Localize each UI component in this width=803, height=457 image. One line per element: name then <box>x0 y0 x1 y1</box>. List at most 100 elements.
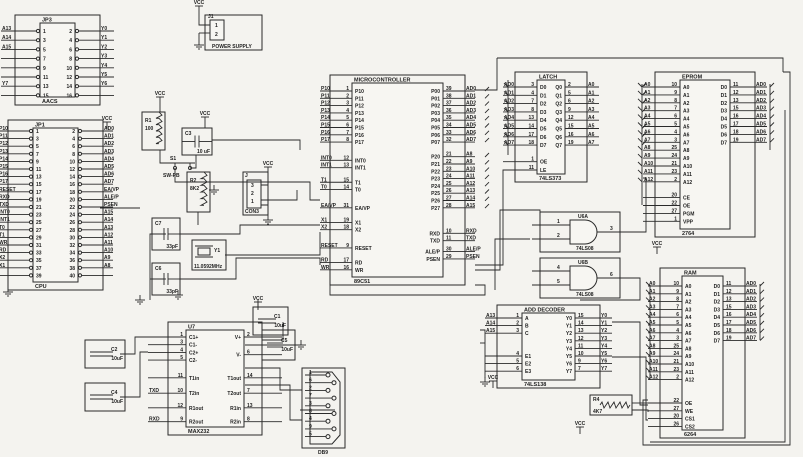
wire <box>494 238 530 290</box>
pin-number: 18 <box>733 129 739 135</box>
value-label: SW-PB <box>163 173 180 179</box>
pin-number: 17 <box>733 122 739 128</box>
bus-entry <box>641 90 647 96</box>
wire <box>580 277 641 301</box>
pin-name: A7 <box>683 140 690 146</box>
net-label: A9 <box>104 255 111 261</box>
db9-shell <box>309 371 341 445</box>
net-label: WR <box>0 240 8 246</box>
net-label: A7 <box>588 140 595 146</box>
vcc-symbol: VCC <box>194 0 205 13</box>
pin-circle <box>77 136 83 141</box>
net-label: EA/VP <box>104 187 120 193</box>
net-label: AD4 <box>504 115 514 121</box>
pin-circle <box>35 84 41 89</box>
pin-number: 10 <box>177 388 183 394</box>
net-label: A6 <box>649 328 656 334</box>
ground-icon <box>296 340 306 350</box>
gate-part: 74LS08 <box>576 292 594 298</box>
vcc-label: VCC <box>102 116 113 122</box>
bus-entry <box>769 137 775 143</box>
net-label: INT0 <box>0 210 10 216</box>
value-label: 100 <box>145 126 154 132</box>
bus-entry <box>503 132 509 138</box>
part-label: CON3 <box>245 209 259 215</box>
pin-number: 10 <box>446 228 452 234</box>
pin-number: 27 <box>446 196 452 202</box>
wire <box>245 384 302 421</box>
net-label: RESET <box>0 187 16 193</box>
pin-number: 15 <box>43 93 49 99</box>
pin-number: 4 <box>346 108 349 114</box>
net-label: X1 <box>0 263 5 269</box>
net-label: A5 <box>649 320 656 326</box>
net-label: AD4 <box>746 312 756 318</box>
pin-number: 3 <box>346 101 349 107</box>
net-label: T0 <box>321 185 327 191</box>
ram-outline <box>659 267 746 439</box>
pin-number: 16 <box>66 93 72 99</box>
pin-circle <box>74 84 80 89</box>
wire <box>475 209 541 271</box>
vcc-label: VCC <box>575 421 586 427</box>
pin-number: 4 <box>309 416 312 422</box>
net-label: AD7 <box>756 137 766 143</box>
pin-number: 30 <box>446 247 452 253</box>
pin-circle <box>77 265 83 270</box>
pin-number: 36 <box>446 108 452 114</box>
value-label: 10uF <box>274 323 286 329</box>
bus-entry <box>503 90 509 96</box>
resistor-icon <box>599 400 631 410</box>
net-label: A2 <box>644 98 651 104</box>
max232-body <box>185 329 245 428</box>
pin-number: 16 <box>69 182 75 188</box>
net-label: A11 <box>466 174 475 180</box>
pin-number: 12 <box>726 289 732 295</box>
net-label: A15 <box>466 203 475 209</box>
pin-number: 15 <box>726 304 732 310</box>
part-label: POWER SUPPLY <box>212 44 252 50</box>
pin-number: 2 <box>69 29 72 35</box>
pin-name: A6 <box>683 132 690 138</box>
net-label: P13 <box>321 108 330 114</box>
wire <box>475 169 515 266</box>
pin-number: 4 <box>674 129 677 135</box>
net-label: Y4 <box>101 63 107 69</box>
net-label: RD <box>321 258 329 264</box>
pin-number: 40 <box>69 273 75 279</box>
pin-contact-icon <box>325 387 331 393</box>
pin-circle <box>77 189 83 194</box>
pin-name: CS2 <box>685 424 695 430</box>
pin-name: LE <box>540 168 547 174</box>
pin-circle <box>77 250 83 255</box>
pin-circle <box>77 227 83 232</box>
pin-name: D5 <box>540 127 547 133</box>
bus-entry <box>503 140 509 146</box>
pin-circle <box>28 235 34 240</box>
net-label: Y6 <box>601 359 607 365</box>
net-label: AD0 <box>466 86 476 92</box>
